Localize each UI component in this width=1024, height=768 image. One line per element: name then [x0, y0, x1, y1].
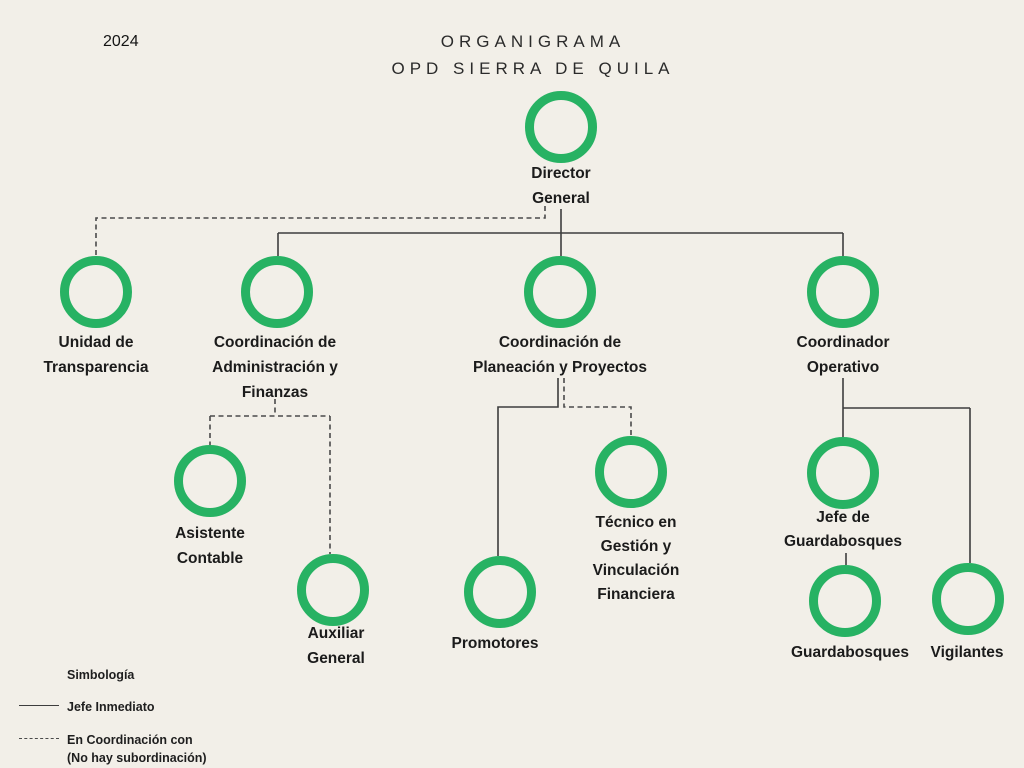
node-label-coordinacion-planeacion: Coordinación de Planeación y Proyectos — [473, 330, 647, 380]
legend-dashed-label-line2: (No hay subordinación) — [67, 751, 207, 765]
label-line: Coordinación de — [213, 334, 337, 351]
node-circle-director-general — [525, 91, 597, 163]
year-label: 2024 — [103, 33, 139, 50]
label-line: Coordinación de — [498, 334, 622, 351]
legend-solid-label: Jefe Inmediato — [67, 700, 155, 714]
label-line: Unidad de — [58, 334, 134, 351]
node-circle-unidad-transparencia — [60, 256, 132, 328]
node-circle-coordinacion-administracion — [241, 256, 313, 328]
node-circle-jefe-guardabosques — [807, 437, 879, 509]
legend-dashed-label-line1: En Coordinación con — [67, 733, 193, 747]
node-circle-promotores — [464, 556, 536, 628]
label-line: Guardabosques — [791, 644, 909, 661]
node-circle-coordinador-operativo — [807, 256, 879, 328]
node-circle-guardabosques — [809, 565, 881, 637]
label-line: General — [307, 650, 365, 667]
node-label-coordinador-operativo: Coordinador Operativo — [797, 330, 890, 380]
legend-heading: Simbología — [67, 668, 135, 682]
label-line: General — [532, 190, 590, 207]
node-label-unidad-transparencia: Unidad de Transparencia — [43, 330, 148, 380]
label-line: Técnico en — [595, 514, 677, 531]
node-label-guardabosques: Guardabosques — [791, 640, 909, 665]
node-label-asistente-contable: Asistente Contable — [175, 521, 245, 571]
node-label-promotores: Promotores — [452, 631, 539, 656]
chart-title: ORGANIGRAMA OPD SIERRA DE QUILA — [392, 28, 675, 82]
label-line: Vigilantes — [930, 644, 1004, 661]
label-line: Gestión y — [600, 538, 672, 555]
label-line: Promotores — [451, 635, 539, 652]
legend-dashed-label: En Coordinación con (No hay subordinació… — [67, 731, 207, 767]
label-line: Asistente — [175, 525, 245, 542]
node-circle-tecnico-gestion — [595, 436, 667, 508]
legend-solid-line-sample — [19, 705, 59, 706]
label-line: Transparencia — [43, 359, 149, 376]
label-line: Contable — [176, 550, 244, 567]
label-line: Financiera — [597, 586, 675, 603]
chart-title-line2: OPD SIERRA DE QUILA — [391, 59, 675, 78]
legend-dashed-line-sample — [19, 738, 59, 739]
node-label-director-general: Director General — [531, 161, 590, 211]
label-line: Director — [531, 165, 591, 182]
label-line: Planeación y Proyectos — [472, 359, 648, 376]
node-label-auxiliar-general: Auxiliar General — [307, 621, 365, 671]
chart-title-line1: ORGANIGRAMA — [440, 32, 626, 51]
label-line: Vinculación — [592, 562, 680, 579]
label-line: Administración y — [212, 359, 338, 376]
node-label-vigilantes: Vigilantes — [931, 640, 1004, 665]
node-label-tecnico-gestion: Técnico en Gestión y Vinculación Financi… — [593, 511, 680, 607]
node-circle-coordinacion-planeacion — [524, 256, 596, 328]
label-line: Operativo — [806, 359, 880, 376]
node-label-coordinacion-administracion: Coordinación de Administración y Finanza… — [212, 330, 338, 405]
label-line: Coordinador — [796, 334, 890, 351]
label-line: Auxiliar — [307, 625, 365, 642]
label-line: Jefe de — [816, 509, 870, 526]
node-circle-asistente-contable — [174, 445, 246, 517]
label-line: Finanzas — [241, 384, 309, 401]
node-label-jefe-guardabosques: Jefe de Guardabosques — [784, 506, 902, 554]
label-line: Guardabosques — [784, 533, 902, 550]
node-circle-vigilantes — [932, 563, 1004, 635]
node-circle-auxiliar-general — [297, 554, 369, 626]
